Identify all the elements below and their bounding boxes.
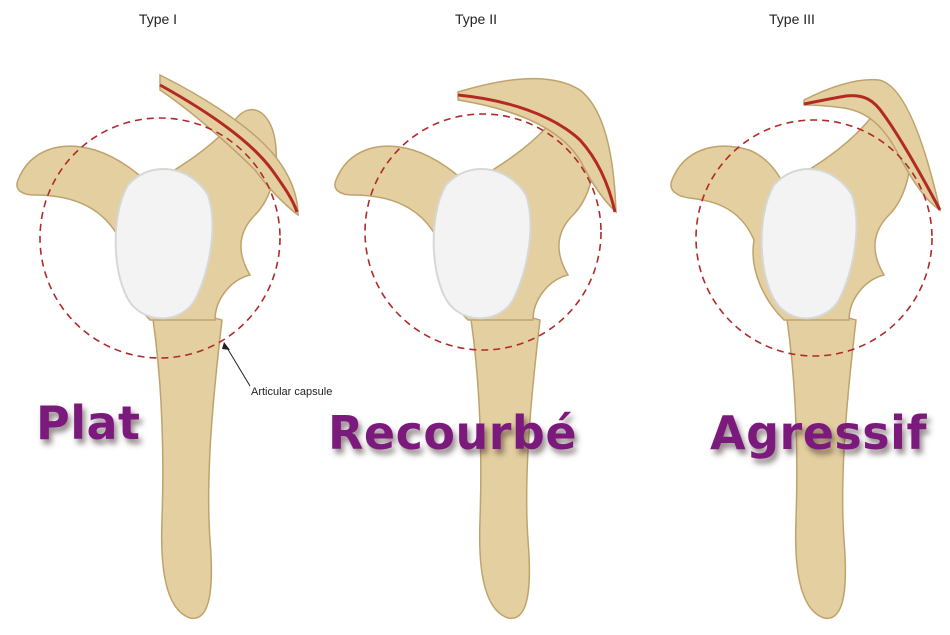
scapula-illustration-3 [634, 0, 950, 635]
panel-type-1: Type I Plat [0, 0, 316, 635]
panel-type-3: Type III Agressif [634, 0, 950, 635]
acromion-name-label-1: Plat [36, 396, 141, 450]
scapula-illustration-2 [318, 0, 634, 635]
scapula-illustration-1 [0, 0, 316, 635]
acromion-name-label-3: Agressif [710, 406, 927, 460]
panel-type-2: Type II Recourbé [318, 0, 634, 635]
acromion-name-label-2: Recourbé [328, 406, 577, 460]
